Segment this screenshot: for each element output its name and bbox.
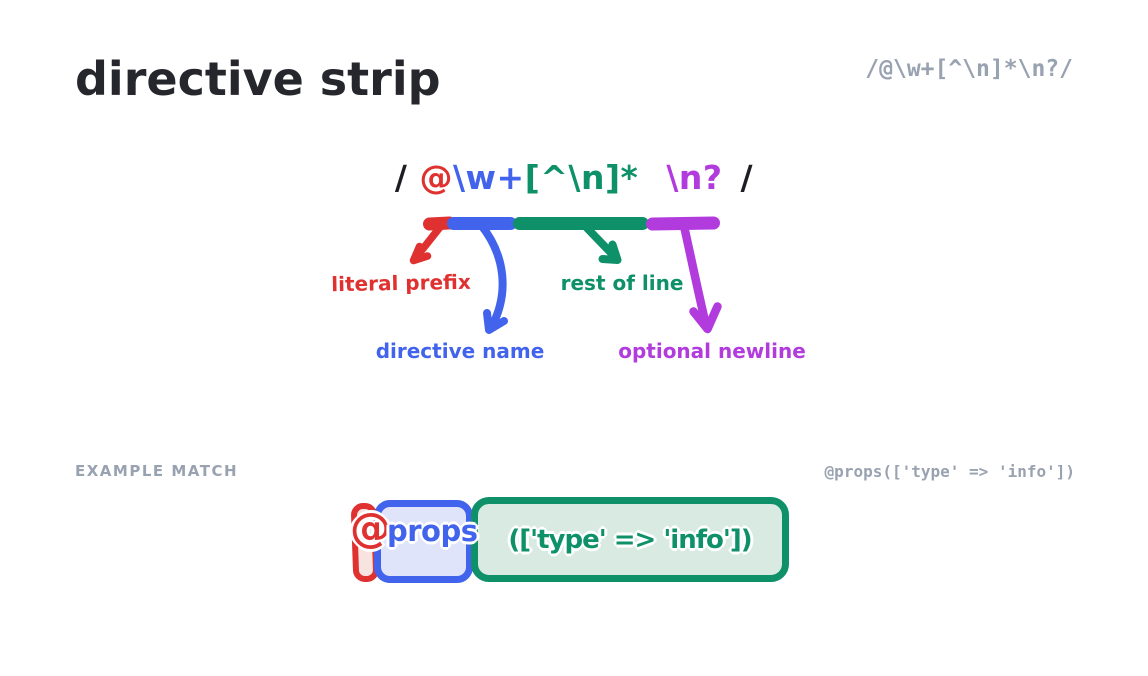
example-match-code: @props(['type' => 'info'])	[824, 462, 1075, 481]
match-text-name: props	[387, 514, 478, 548]
arrow-literal-prefix	[409, 222, 445, 265]
regex-token-rest: [^\n]*	[524, 158, 639, 197]
match-text-prefix: @	[350, 504, 391, 552]
regex-close-slash: /	[740, 158, 754, 197]
match-text-rest: (['type' => 'info'])	[508, 524, 752, 555]
regex-token-name: \w+	[452, 158, 525, 197]
label-directive-name: directive name	[375, 339, 545, 363]
regex-open-slash: /	[394, 158, 408, 197]
arrow-rest-of-line	[583, 224, 622, 264]
full-regex-code: /@\w+[^\n]*\n?/	[865, 56, 1073, 82]
example-match-heading: EXAMPLE MATCH	[75, 462, 239, 480]
arrow-optional-newline	[679, 221, 722, 334]
label-rest-of-line: rest of line	[560, 271, 684, 295]
bar-segment-newline	[645, 216, 721, 231]
bar-segment-rest	[513, 217, 649, 230]
label-literal-prefix: literal prefix	[331, 269, 471, 297]
label-optional-newline: optional newline	[618, 339, 806, 363]
regex-underline-bar	[422, 216, 721, 231]
regex-breakdown: / @\w+[^\n]* \n? /	[0, 158, 1148, 197]
match-box-name	[374, 500, 473, 583]
regex-token-newline: \n?	[666, 158, 723, 197]
page-title: directive strip	[75, 52, 441, 106]
arrow-directive-name	[477, 221, 508, 334]
regex-token-prefix: @	[419, 158, 453, 197]
match-box-rest: (['type' => 'info'])	[471, 497, 789, 582]
bar-segment-name	[447, 217, 517, 230]
